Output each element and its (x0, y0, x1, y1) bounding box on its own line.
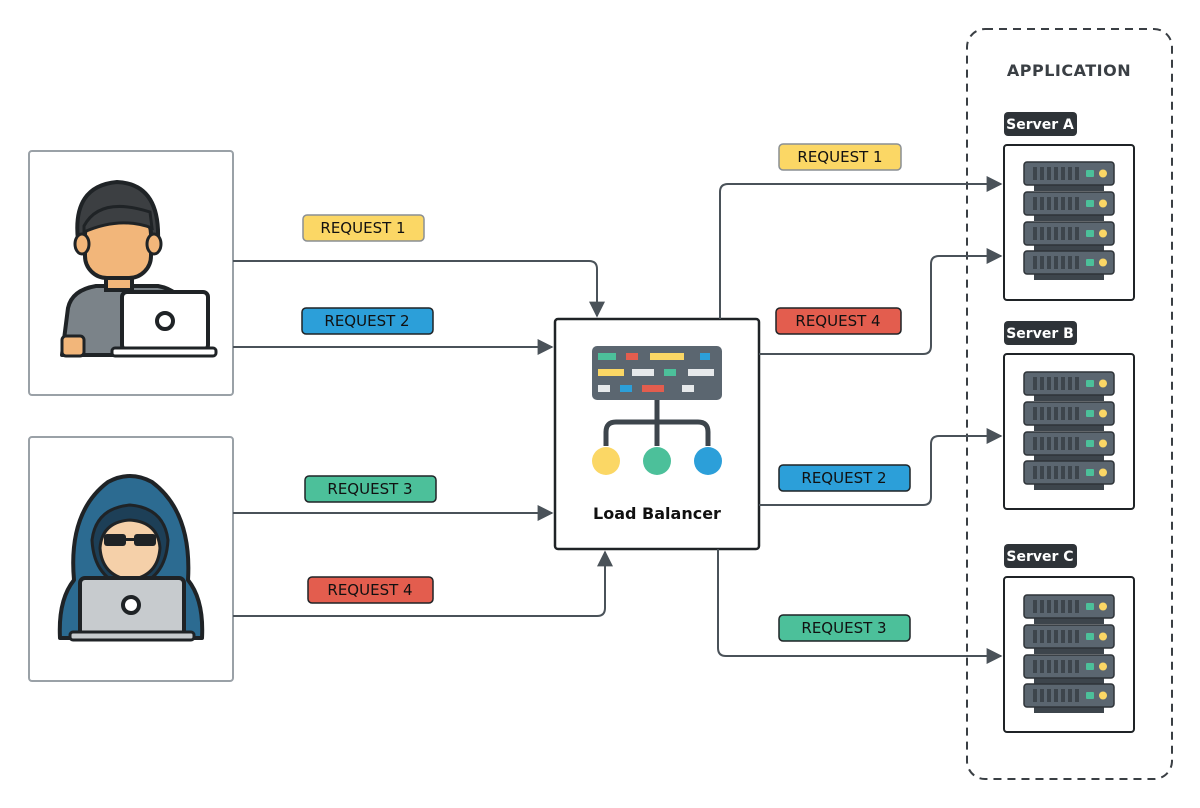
request-tag-client2-3: REQUEST 3 (304, 475, 437, 503)
request-tag-client1-2: REQUEST 2 (301, 307, 434, 335)
request-tag-server-c-3: REQUEST 3 (778, 614, 911, 642)
request-tag-bg (778, 464, 911, 492)
developer-icon (60, 179, 218, 358)
request-tag-label: REQUEST 2 (801, 469, 886, 487)
connector-client1-request1 (233, 260, 605, 318)
server-b: Server B (1003, 321, 1135, 510)
client-1-card (28, 150, 234, 396)
server-b-label: Server B (1006, 326, 1074, 342)
load-balancer: Load Balancer (553, 317, 761, 551)
request-tag-bg (778, 614, 911, 642)
request-tag-bg (301, 307, 434, 335)
server-rack-icon (1024, 372, 1114, 490)
application-container (966, 28, 1173, 780)
request-tag-label: REQUEST 3 (801, 619, 886, 637)
request-tag-client1-1: REQUEST 1 (302, 214, 425, 242)
request-tag-bg (302, 214, 425, 242)
connector-lb-server-a-request1 (719, 176, 1003, 319)
request-tag-server-a-1: REQUEST 1 (778, 143, 902, 171)
request-tag-server-b-2: REQUEST 2 (778, 464, 911, 492)
request-tag-server-a-4: REQUEST 4 (775, 307, 902, 335)
request-tag-label: REQUEST 4 (327, 581, 412, 599)
hacker-icon (57, 474, 205, 642)
request-tag-bg (775, 307, 902, 335)
server-c: Server C (1003, 544, 1135, 733)
connector-lb-server-c-request3 (717, 549, 1003, 664)
connector-client2-request4 (233, 550, 613, 617)
server-a-label: Server A (1006, 117, 1074, 133)
request-tag-label: REQUEST 1 (797, 148, 882, 166)
request-tag-bg (304, 475, 437, 503)
server-a: Server A (1003, 112, 1135, 301)
connector-lb-server-a-request4 (759, 248, 1003, 355)
server-rack-icon (1024, 595, 1114, 713)
server-rack-icon (1024, 162, 1114, 280)
application-title: APPLICATION (1007, 61, 1131, 80)
client-2-card (28, 436, 234, 682)
request-tag-bg (778, 143, 902, 171)
server-c-label: Server C (1006, 549, 1073, 565)
request-tag-label: REQUEST 3 (327, 480, 412, 498)
request-tag-bg (307, 576, 434, 604)
connector-lb-server-b-request2 (759, 428, 1003, 506)
request-tag-label: REQUEST 2 (324, 312, 409, 330)
load-balancer-icon (592, 346, 722, 475)
request-tag-label: REQUEST 4 (795, 312, 880, 330)
request-tag-client2-4: REQUEST 4 (307, 576, 434, 604)
request-tag-label: REQUEST 1 (320, 219, 405, 237)
load-balancer-label: Load Balancer (593, 504, 721, 523)
